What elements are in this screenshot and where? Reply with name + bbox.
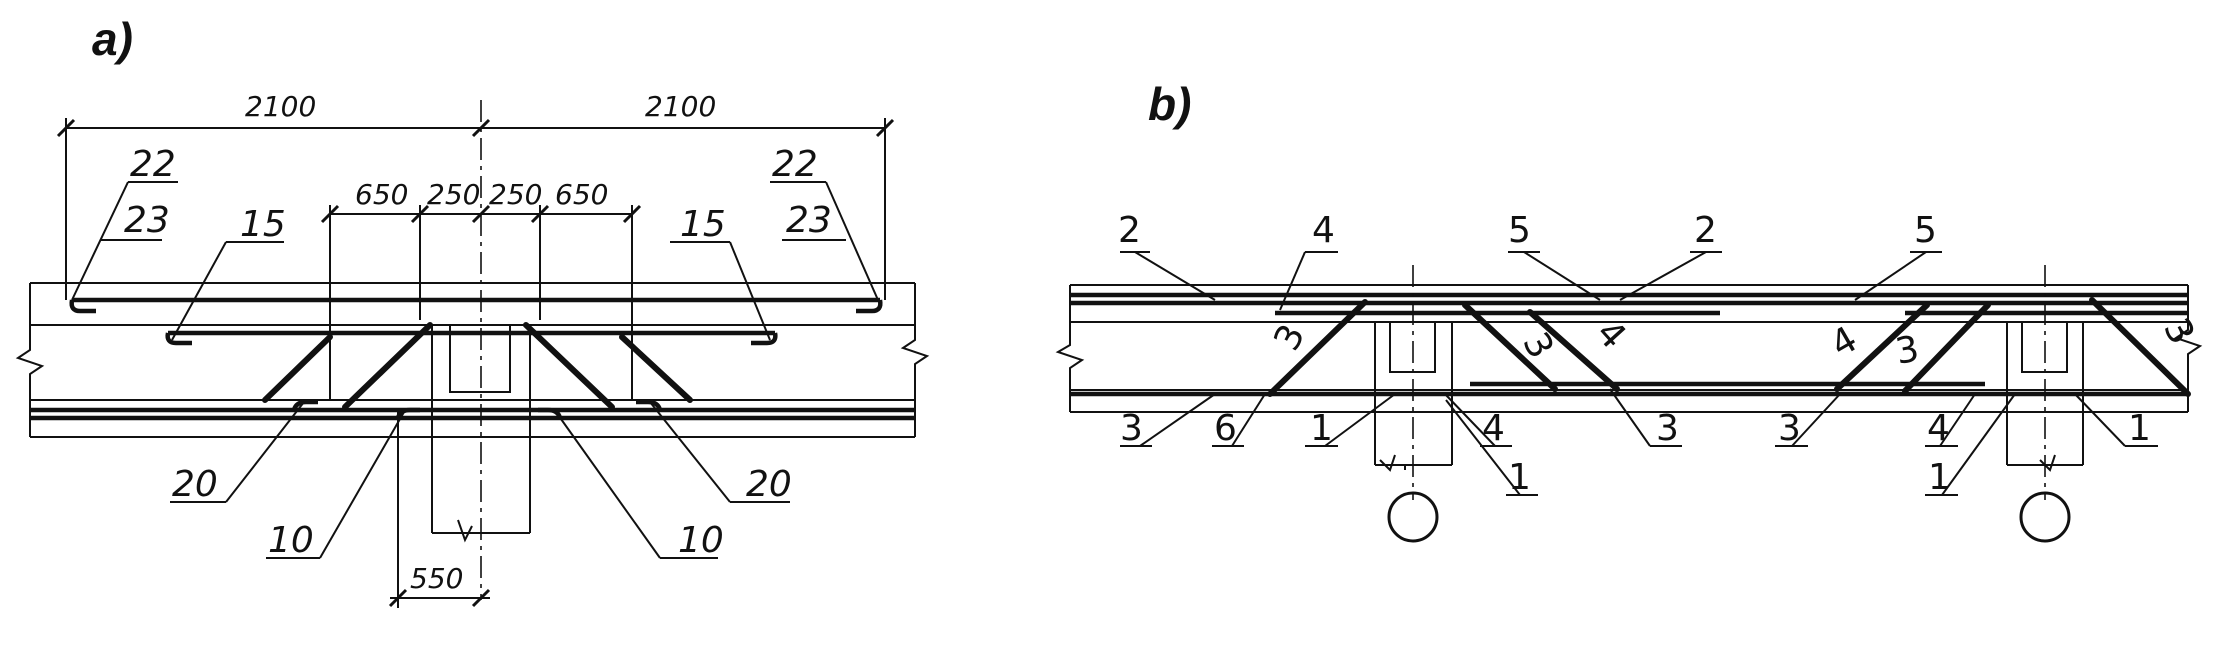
callout-a-10-right: 10 <box>678 520 724 561</box>
callout-b-4-top: 4 <box>1312 210 1335 251</box>
callout-b-4-bot-left: 4 <box>1482 408 1505 449</box>
panel-a-slab <box>15 282 930 438</box>
dim-bottom-550: 550 <box>410 562 463 595</box>
callout-b-1-bot-left: 1 <box>1310 408 1333 449</box>
callout-b-3-bot-right: 3 <box>1778 408 1801 449</box>
panel-a-label: a) <box>92 13 133 65</box>
panel-b-column-left <box>1374 265 1453 543</box>
dim-inner-left-250: 250 <box>427 178 480 211</box>
panel-a-callouts: 22 23 22 23 15 15 20 20 10 10 <box>71 144 879 561</box>
panel-b-column-right <box>2006 265 2084 543</box>
callout-b-1-bot-right-b: 1 <box>2128 408 2151 449</box>
callout-b-1-bot-right-a: 1 <box>1928 457 1951 498</box>
callout-b-2-left: 2 <box>1118 210 1141 251</box>
callout-b-3-bot-mid: 3 <box>1656 408 1679 449</box>
panel-a: a) <box>15 13 930 608</box>
callout-a-20-left: 20 <box>172 464 218 505</box>
callout-b-2-mid: 2 <box>1694 210 1717 251</box>
panel-b-top-callouts: 2 4 5 2 5 <box>1118 210 1942 311</box>
bar-b-4-mid: 4 <box>1588 313 1634 357</box>
panel-b-bottom-bars <box>1070 381 2188 397</box>
panel-b-label: b) <box>1148 78 1191 130</box>
callout-b-5-right: 5 <box>1914 210 1937 251</box>
panel-a-bent-bars <box>262 322 693 410</box>
panel-b-bent-bars <box>1267 297 2191 397</box>
callout-a-23-left: 23 <box>124 200 170 241</box>
callout-b-3-bot-left: 3 <box>1120 408 1143 449</box>
panel-b-top-bars <box>1070 292 2188 316</box>
callout-b-6: 6 <box>1214 408 1237 449</box>
dim-inner-left-650: 650 <box>355 178 408 211</box>
bar-b-4-right: 4 <box>1824 319 1864 366</box>
callout-a-15-right: 15 <box>680 204 726 245</box>
callout-b-1-bot-mid: 1 <box>1508 457 1531 498</box>
panel-a-dimensions: 2100 2100 650 250 250 650 550 <box>56 90 895 608</box>
panel-b-bottom-callouts: 3 6 1 4 1 3 3 4 1 <box>1120 388 2158 498</box>
callout-a-22-right: 22 <box>772 144 818 185</box>
panel-a-bottom-bars <box>30 399 915 421</box>
callout-a-15-left: 15 <box>240 204 286 245</box>
callout-a-10-left: 10 <box>268 520 314 561</box>
bar-b-3-right: 3 <box>1892 329 1922 373</box>
callout-a-23-right: 23 <box>786 200 832 241</box>
dim-right-span: 2100 <box>645 90 716 123</box>
dim-left-span: 2100 <box>245 90 316 123</box>
callout-a-22-left: 22 <box>130 144 176 185</box>
bar-b-3-left: 3 <box>1266 318 1313 357</box>
dim-inner-right-250: 250 <box>489 178 542 211</box>
dim-inner-right-650: 650 <box>555 178 608 211</box>
callout-b-5-mid: 5 <box>1508 210 1531 251</box>
panel-a-top-bars <box>69 297 883 346</box>
panel-b-bar-labels: 3 3 4 4 3 3 <box>1266 312 2202 373</box>
panel-a-column <box>431 324 531 543</box>
callout-b-4-bot-right: 4 <box>1927 408 1950 449</box>
panel-b: b) <box>1055 78 2203 543</box>
callout-a-20-right: 20 <box>746 464 792 505</box>
